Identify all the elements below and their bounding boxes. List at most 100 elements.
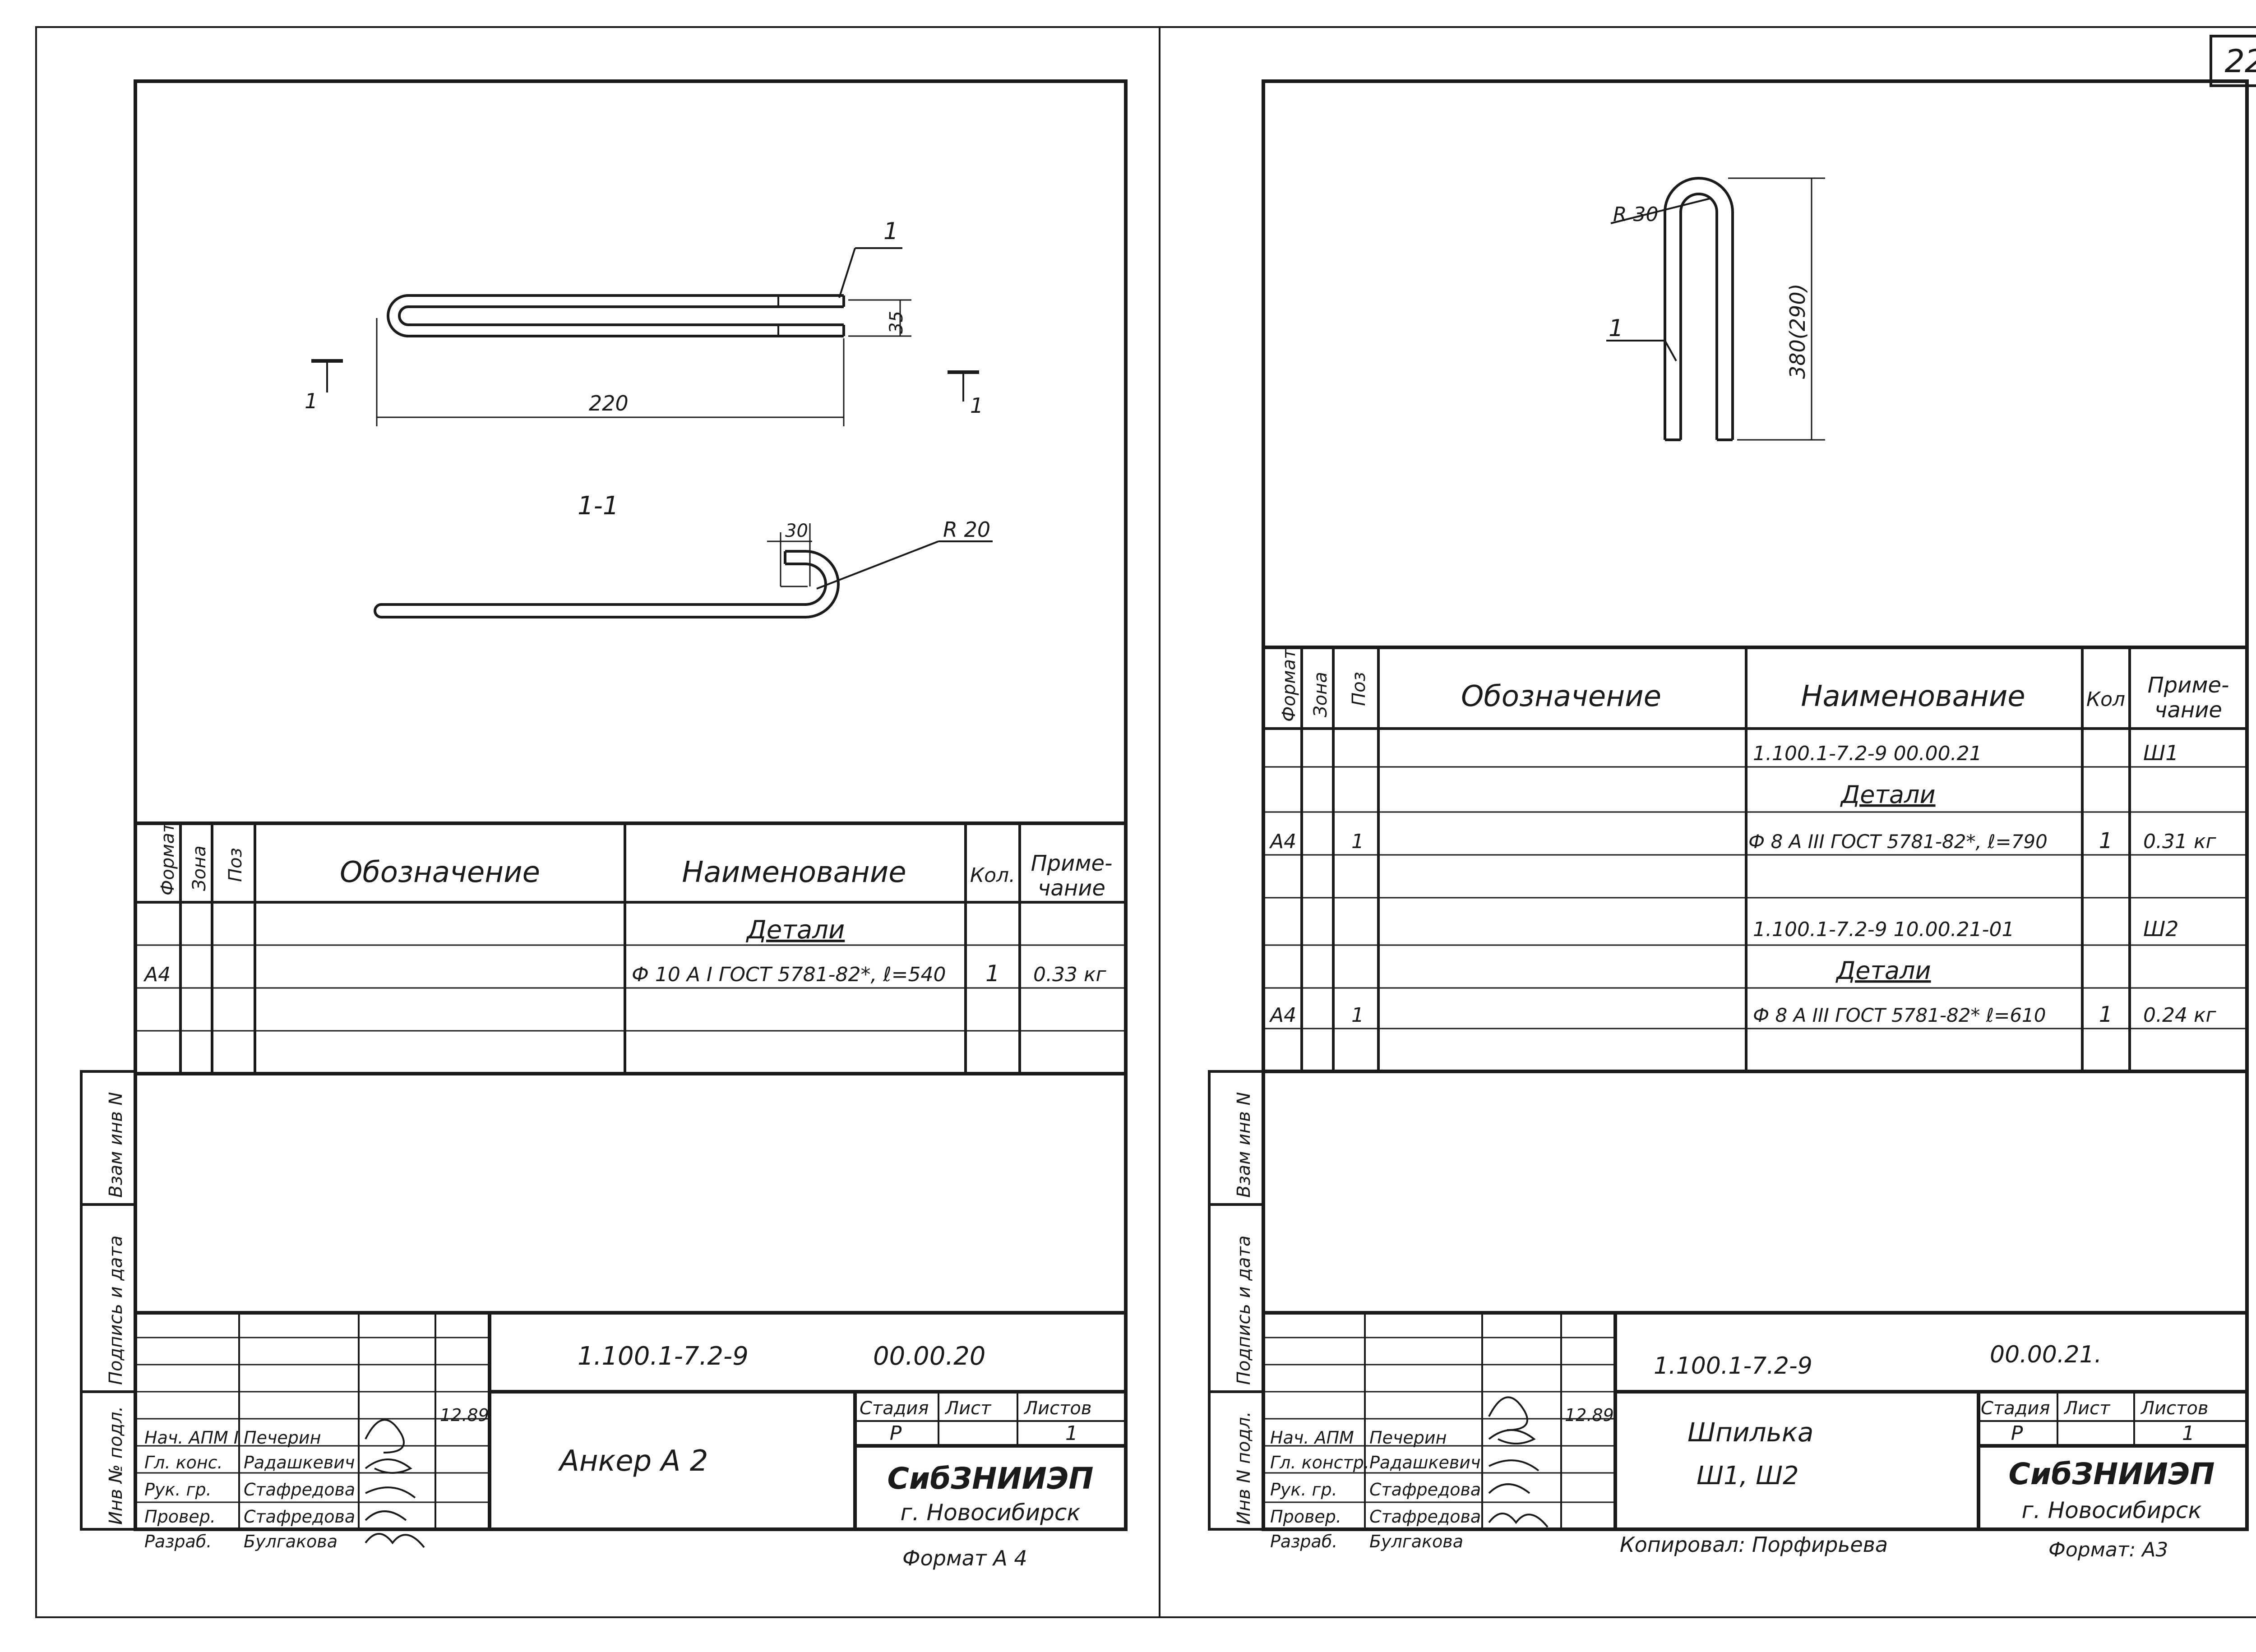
r-org-name: СибЗНИИЭП [2008, 1457, 2214, 1491]
callout-label: 1 [883, 218, 898, 245]
r-stamp-replace: Взам инв N [1234, 1092, 1254, 1198]
r-role-3: Рук. гр. [1270, 1480, 1337, 1500]
r-format-note: Формат: А3 [2048, 1538, 2168, 1561]
name-2: Радашкевич [244, 1453, 355, 1472]
spec-row-2-qty: 1 [985, 960, 1000, 987]
spec-row-2-format: А4 [143, 963, 171, 986]
r-row-6-name: Детали [1835, 956, 1931, 985]
sheets-value: 1 [1065, 1422, 1078, 1445]
col-format: Формат [157, 821, 178, 895]
r-row-5-note: Ш2 [2143, 917, 2178, 941]
stamp-sign: Подпись и дата [106, 1236, 126, 1385]
dim-gap-label: 35 [886, 311, 907, 334]
r-row-1-name: 1.100.1-7.2-9 00.00.21 [1753, 742, 1982, 765]
r-row-3-note: 0.31 кг [2143, 830, 2217, 853]
r-stage-value: Р [2011, 1422, 2023, 1445]
r-row-7-qty: 1 [2099, 1002, 2113, 1027]
r-name-3: Стафредова [1369, 1480, 1481, 1500]
r-col-zone: Зона [1310, 672, 1331, 717]
anchor-section-view [374, 523, 993, 618]
spec-row-2-name: Ф 10 А I ГОСТ 5781-82*, ℓ=540 [632, 963, 946, 986]
r-col-designation: Обозначение [1461, 680, 1661, 713]
r-stamp-inv: Инв N подл. [1234, 1411, 1254, 1525]
col-note-2: чание [1038, 876, 1105, 901]
r-role-2: Гл. констр. [1270, 1453, 1369, 1472]
r-doc-code2: 00.00.21. [1990, 1341, 2102, 1368]
signatures-right [1488, 1396, 1549, 1528]
left-side-stamp [80, 1070, 137, 1531]
right-side-stamp [1208, 1070, 1265, 1531]
r-stamp-sign: Подпись и дата [1234, 1236, 1254, 1385]
sheets-label: Листов [1023, 1398, 1091, 1419]
col-pos: Поз [225, 848, 246, 882]
r-col-qty: Кол [2086, 688, 2125, 711]
r-col-note-2: чание [2154, 697, 2222, 723]
col-note-1: Приме- [1031, 851, 1113, 876]
r-role-4: Провер. [1270, 1507, 1341, 1527]
dim-hook-label: 30 [785, 521, 808, 541]
r-sheets-value: 1 [2182, 1422, 2195, 1445]
role-1: Нач. АПМ I [144, 1428, 239, 1448]
r-row-3-name: Ф 8 А III ГОСТ 5781-82*, ℓ=790 [1748, 831, 2048, 853]
col-designation: Обозначение [340, 856, 540, 889]
org-city: г. Новосибирск [900, 1500, 1080, 1526]
r-stage-label: Стадия [1981, 1398, 2050, 1419]
r-date: 12.89 [1565, 1405, 1614, 1425]
stage-label: Стадия [860, 1398, 929, 1419]
role-5: Разраб. [144, 1532, 212, 1551]
page-number-box: 22 [2210, 35, 2256, 87]
name-5: Булгакова [244, 1532, 337, 1551]
anchor-plan-view [311, 247, 979, 426]
r-col-pos: Поз [1349, 672, 1369, 706]
name-3: Стафредова [244, 1480, 355, 1500]
r-name-2: Радашкевич [1369, 1453, 1480, 1472]
spec-row-1-name: Детали [745, 915, 845, 945]
format-note: Формат А 4 [902, 1546, 1027, 1570]
doc-code: 1.100.1-7.2-9 [578, 1342, 749, 1371]
pin-callout-label: 1 [1609, 315, 1623, 342]
r-name-4: Стафредова [1369, 1507, 1481, 1527]
pin-height-label: 380(290) [1785, 284, 1810, 379]
r-row-2-name: Детали [1840, 780, 1936, 809]
right-spec-table [1263, 646, 2247, 1073]
stage-value: Р [890, 1422, 902, 1445]
section-title: 1-1 [578, 491, 619, 521]
stamp-replace: Взам инв N [106, 1092, 126, 1198]
r-name-5: Булгакова [1369, 1532, 1463, 1551]
r-org-city: г. Новосибирск [2021, 1497, 2201, 1523]
r-col-note-1: Приме- [2148, 673, 2229, 698]
r-sheet-label: Лист [2063, 1398, 2111, 1419]
stamp-inv: Инв № подл. [106, 1406, 126, 1525]
col-zone: Зона [189, 845, 210, 891]
r-row-7-format: А4 [1269, 1004, 1296, 1027]
left-title-block [135, 1311, 1126, 1529]
r-row-3-qty: 1 [2099, 828, 2113, 854]
r-doc-title2: Ш1, Ш2 [1697, 1461, 1799, 1490]
r-row-7-pos: 1 [1351, 1004, 1364, 1027]
copied-by: Копировал: Порфирьева [1620, 1532, 1888, 1557]
r-doc-code: 1.100.1-7.2-9 [1654, 1352, 1812, 1380]
date: 12.89 [440, 1405, 489, 1425]
pin-radius-label: R 30 [1613, 203, 1659, 226]
name-4: Стафредова [244, 1507, 355, 1527]
col-qty: Кол. [970, 864, 1015, 887]
role-2: Гл. конс. [144, 1453, 223, 1472]
r-sheets-label: Листов [2140, 1398, 2208, 1419]
pin-drawing [1606, 177, 1825, 441]
r-role-5: Разраб. [1270, 1532, 1337, 1551]
r-role-1: Нач. АПМ [1270, 1428, 1354, 1448]
dim-length-label: 220 [589, 391, 629, 415]
role-4: Провер. [144, 1507, 216, 1527]
r-row-7-name: Ф 8 А III ГОСТ 5781-82* ℓ=610 [1753, 1004, 2046, 1026]
doc-code2: 00.00.20 [873, 1342, 985, 1371]
name-1: Печерин [244, 1428, 321, 1448]
r-name-1: Печерин [1369, 1428, 1447, 1448]
section-mark-right: 1 [970, 393, 983, 418]
r-row-1-note: Ш1 [2143, 741, 2178, 765]
signatures-left [365, 1419, 425, 1548]
left-sheet: 1 35 220 1 1 1-1 30 R 20 [80, 79, 1128, 1570]
role-3: Рук. гр. [144, 1480, 212, 1500]
sheet-label: Лист [944, 1398, 992, 1419]
right-sheet: R 30 1 380(290) Формат Зона Поз Обозначе… [1208, 79, 2249, 1561]
